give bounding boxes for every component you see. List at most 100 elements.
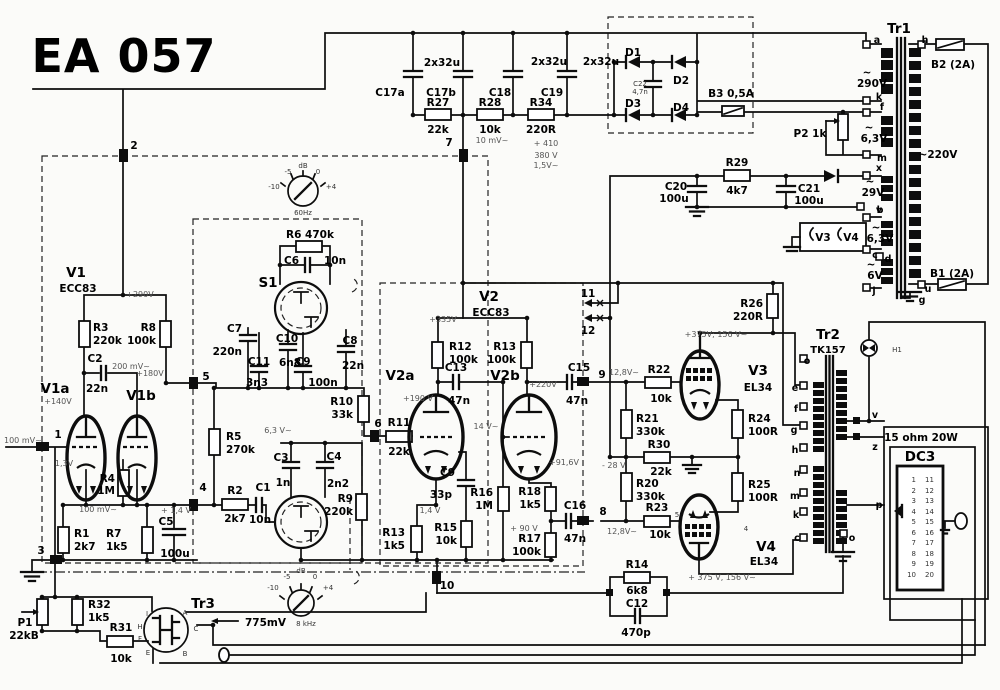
tube-v1a	[65, 414, 107, 502]
v1-label: V1	[66, 265, 86, 281]
r28-value: 10k	[479, 124, 502, 136]
junction-dot	[74, 594, 80, 600]
junction-dot	[524, 379, 530, 385]
cap-c18	[502, 69, 524, 79]
dial-60hz[interactable]	[279, 170, 327, 207]
dc3-pin-20: 20	[925, 571, 934, 579]
tr1-h: h	[922, 35, 929, 46]
c3-label: C3	[273, 452, 288, 464]
junction-dot	[343, 385, 349, 391]
tr1-u: u	[925, 284, 932, 295]
tube-v1b	[116, 414, 158, 502]
d4-label: D4	[673, 102, 689, 114]
r13-value: 100k	[487, 354, 517, 366]
v4-pin4: 4	[744, 525, 749, 533]
resistor-r27	[424, 108, 452, 121]
junction-dot	[650, 112, 656, 118]
cap-c9a	[293, 364, 313, 374]
b3-label: B3 0,5A	[708, 88, 755, 100]
tr1-63v2-tilde: ~	[872, 222, 881, 234]
dial2-db: dB	[296, 567, 305, 575]
r32-label: R32	[88, 599, 111, 611]
r13b-value: 1k5	[383, 540, 405, 552]
meter-arrow	[211, 618, 218, 624]
cap-c1	[254, 496, 264, 514]
c15-value: 47n	[566, 395, 588, 407]
tr3-i: I	[146, 610, 148, 618]
dc3-pin-11: 11	[925, 476, 934, 484]
c3-value: 1n	[276, 477, 291, 489]
c2-value: 22n	[86, 383, 108, 395]
speaker-icon	[894, 503, 904, 519]
c5-label: C5	[158, 516, 173, 528]
tr1-f: f	[880, 102, 885, 113]
tr1-c: c	[872, 250, 878, 261]
ground-tr1	[897, 290, 923, 303]
resistor-r15	[460, 520, 473, 548]
c9a-value: 100n	[308, 377, 337, 389]
tr2-o2: o	[849, 533, 856, 544]
c13-value: 47n	[448, 395, 470, 407]
c12-value: 470p	[621, 627, 651, 639]
tr2-m: m	[790, 491, 800, 502]
pot-p2[interactable]	[834, 113, 849, 141]
tr1-windings	[881, 48, 921, 284]
c17-value: 2x32u	[424, 57, 460, 69]
r22-value: 10k	[650, 393, 673, 405]
junction-dot	[623, 379, 629, 385]
dial1-0: 0	[316, 168, 320, 176]
tube-v4	[678, 493, 720, 561]
dial1-p4: +4	[326, 183, 337, 191]
switch-s2[interactable]	[273, 494, 329, 550]
dc3-pin-8: 8	[912, 550, 916, 558]
c16-value: 47n	[564, 533, 586, 545]
transformer-tr1	[791, 36, 926, 300]
v2b-cathode: +91,6V	[549, 458, 580, 467]
junction-dot	[327, 262, 333, 268]
v2-supply: +335V	[429, 315, 457, 324]
v3v4-v4: V4	[843, 232, 858, 244]
tube-v3	[679, 331, 721, 421]
dial1-m10: -10	[268, 183, 279, 191]
r26-value: 220R	[733, 311, 763, 323]
cap-c2	[99, 364, 108, 382]
c20-label: C20	[665, 181, 687, 193]
r23-value: 10k	[649, 529, 672, 541]
junction-dot	[694, 204, 700, 210]
r2-label: R2	[227, 485, 242, 497]
dial-8khz[interactable]	[278, 583, 324, 617]
pot-p1[interactable]	[33, 598, 49, 626]
jack-icon	[954, 512, 968, 530]
tr1-29v-tilde: ~	[866, 176, 875, 188]
junction-dot	[650, 59, 656, 65]
ground-r30	[681, 463, 703, 475]
v3-anode-level: +375V; 156 V~	[685, 330, 748, 339]
resistor-r28	[476, 108, 504, 121]
c5-value: 100u	[160, 548, 189, 560]
junction-dot	[277, 262, 283, 268]
diode-d2	[670, 54, 686, 70]
r3-label: R3	[93, 322, 108, 334]
cap-c12	[633, 607, 642, 625]
title: EA 057	[31, 29, 216, 83]
junction-dot	[510, 30, 516, 36]
junction-dot	[548, 518, 554, 524]
r2-value: 2k7	[224, 513, 246, 525]
tr1-29v: 29V	[862, 187, 886, 199]
r34-v3: 1,5V~	[534, 161, 559, 170]
junction-dot	[510, 112, 516, 118]
switch-s1[interactable]	[273, 280, 329, 336]
terminal-pad	[799, 354, 808, 363]
terminal-pad	[917, 40, 926, 49]
c2-label: C2	[87, 353, 102, 365]
resistor-r32	[71, 598, 84, 626]
c22-value: 4,7n	[632, 88, 648, 96]
dc3-pin-7: 7	[912, 539, 916, 547]
dc3-pin-12: 12	[925, 487, 934, 495]
speaker-rating: 15 ohm 20W	[884, 432, 958, 444]
tone-dashed-box	[192, 218, 363, 564]
junction-dot	[770, 280, 776, 286]
bias-level: - 28 V	[602, 461, 626, 470]
potentiometers	[33, 113, 849, 626]
resistor-r13	[520, 341, 533, 369]
